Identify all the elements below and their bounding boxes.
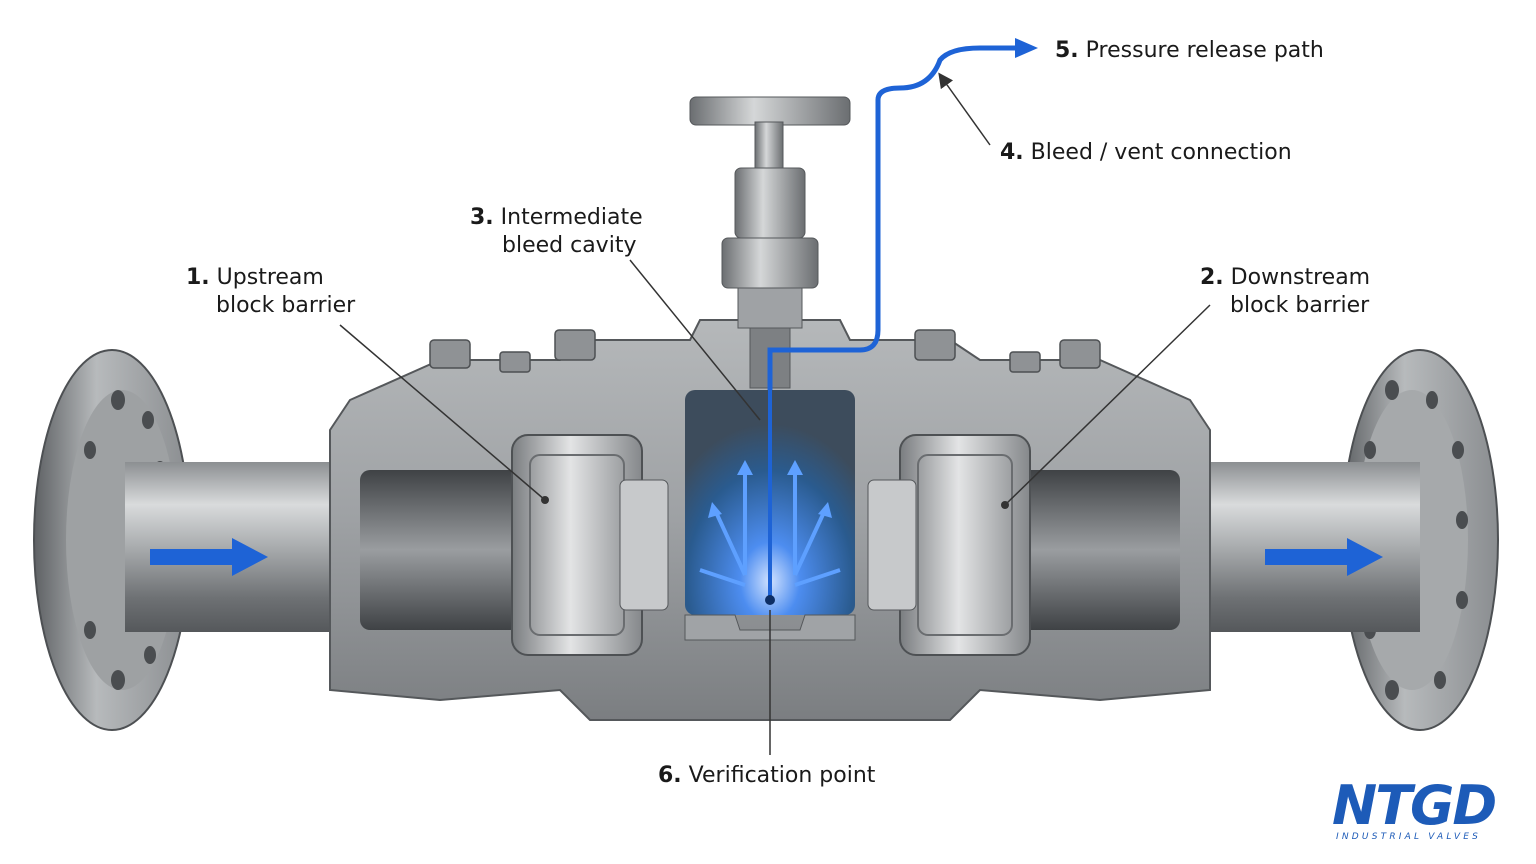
label-3-line2: bleed cavity [502,233,637,258]
label-bleed-vent-connection: 4. Bleed / vent connection [1000,139,1292,167]
label-verification-point: 6. Verification point [658,762,875,790]
ntgd-logo: NTGD INDUSTRIAL VALVES [1332,776,1522,850]
label-1-line2: block barrier [216,293,356,318]
label-5-number: 5. [1055,38,1079,63]
label-3-number: 3. [470,205,494,230]
label-pressure-release-path: 5. Pressure release path [1055,37,1324,65]
label-2-line2: block barrier [1230,293,1370,318]
needle-valve-stem [689,96,851,389]
label-1-number: 1. [186,265,210,290]
label-6-number: 6. [658,763,682,788]
flow-arrow-out [1265,538,1383,576]
label-1-line1: Upstream [216,265,324,290]
pressure-release-path [767,38,1038,600]
label-upstream-block-barrier: 1. Upstream block barrier [186,264,355,320]
label-4-text: Bleed / vent connection [1030,140,1292,165]
logo-wordmark: NTGD [1332,774,1497,837]
label-6-text: Verification point [688,763,876,788]
label-4-number: 4. [1000,140,1024,165]
label-downstream-block-barrier: 2. Downstream block barrier [1200,264,1370,320]
cavity-arrowheads [708,460,832,518]
leader-dots [541,496,1009,509]
label-2-number: 2. [1200,265,1224,290]
flow-arrow-in [150,538,268,576]
verification-dot [765,595,775,605]
logo-subtitle: INDUSTRIAL VALVES [1336,832,1482,842]
leader-lines [339,72,1211,755]
label-intermediate-bleed-cavity: 3. Intermediate bleed cavity [470,204,643,260]
cavity-flow-arrows [699,470,841,587]
downstream-ball [899,434,1031,656]
right-flange-bolt-holes [1364,380,1468,700]
label-3-line1: Intermediate [500,205,643,230]
label-5-text: Pressure release path [1085,38,1324,63]
body-bolts [429,329,1101,373]
label-2-line1: Downstream [1230,265,1371,290]
